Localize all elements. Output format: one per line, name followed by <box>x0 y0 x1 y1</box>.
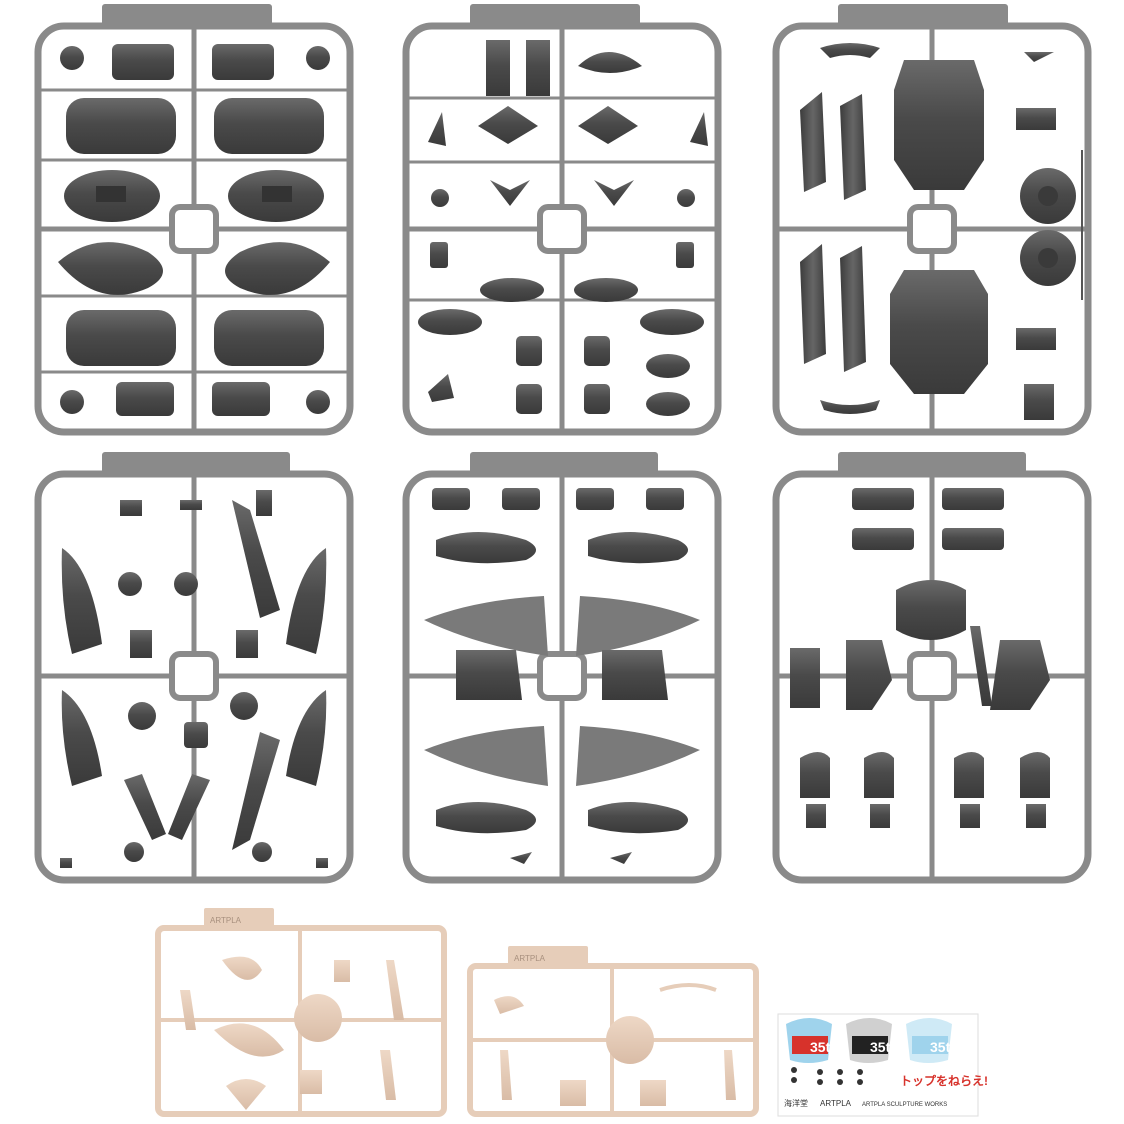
skin-runner-right-tag: ARTPLA <box>514 954 546 963</box>
decal-35th-2: 35th <box>870 1039 899 1055</box>
runner-f <box>772 452 1092 884</box>
decal-footer: ARTPLA SCULPTURE WORKS <box>862 1102 947 1108</box>
decal-maker-left: 海洋堂 <box>784 1098 808 1108</box>
decal-logo-text: トップをねらえ! <box>900 1073 988 1088</box>
skin-runner-left-tag: ARTPLA <box>210 916 242 925</box>
runner-a <box>34 4 354 436</box>
runner-c <box>772 4 1092 436</box>
skin-runner-right: ARTPLA <box>467 946 759 1117</box>
runner-e <box>402 452 722 884</box>
decal-35th-1: 35th <box>810 1039 839 1055</box>
decal-maker-mid: ARTPLA <box>820 1099 852 1108</box>
skin-runner-left: ARTPLA <box>155 908 447 1117</box>
runner-d <box>34 452 354 884</box>
decal-sheet: 35th 35th 35th トップをねらえ! 海洋堂 ARTPLA ARTPL… <box>777 1013 988 1117</box>
runner-b <box>402 4 722 436</box>
decal-35th-3: 35th <box>930 1039 959 1055</box>
